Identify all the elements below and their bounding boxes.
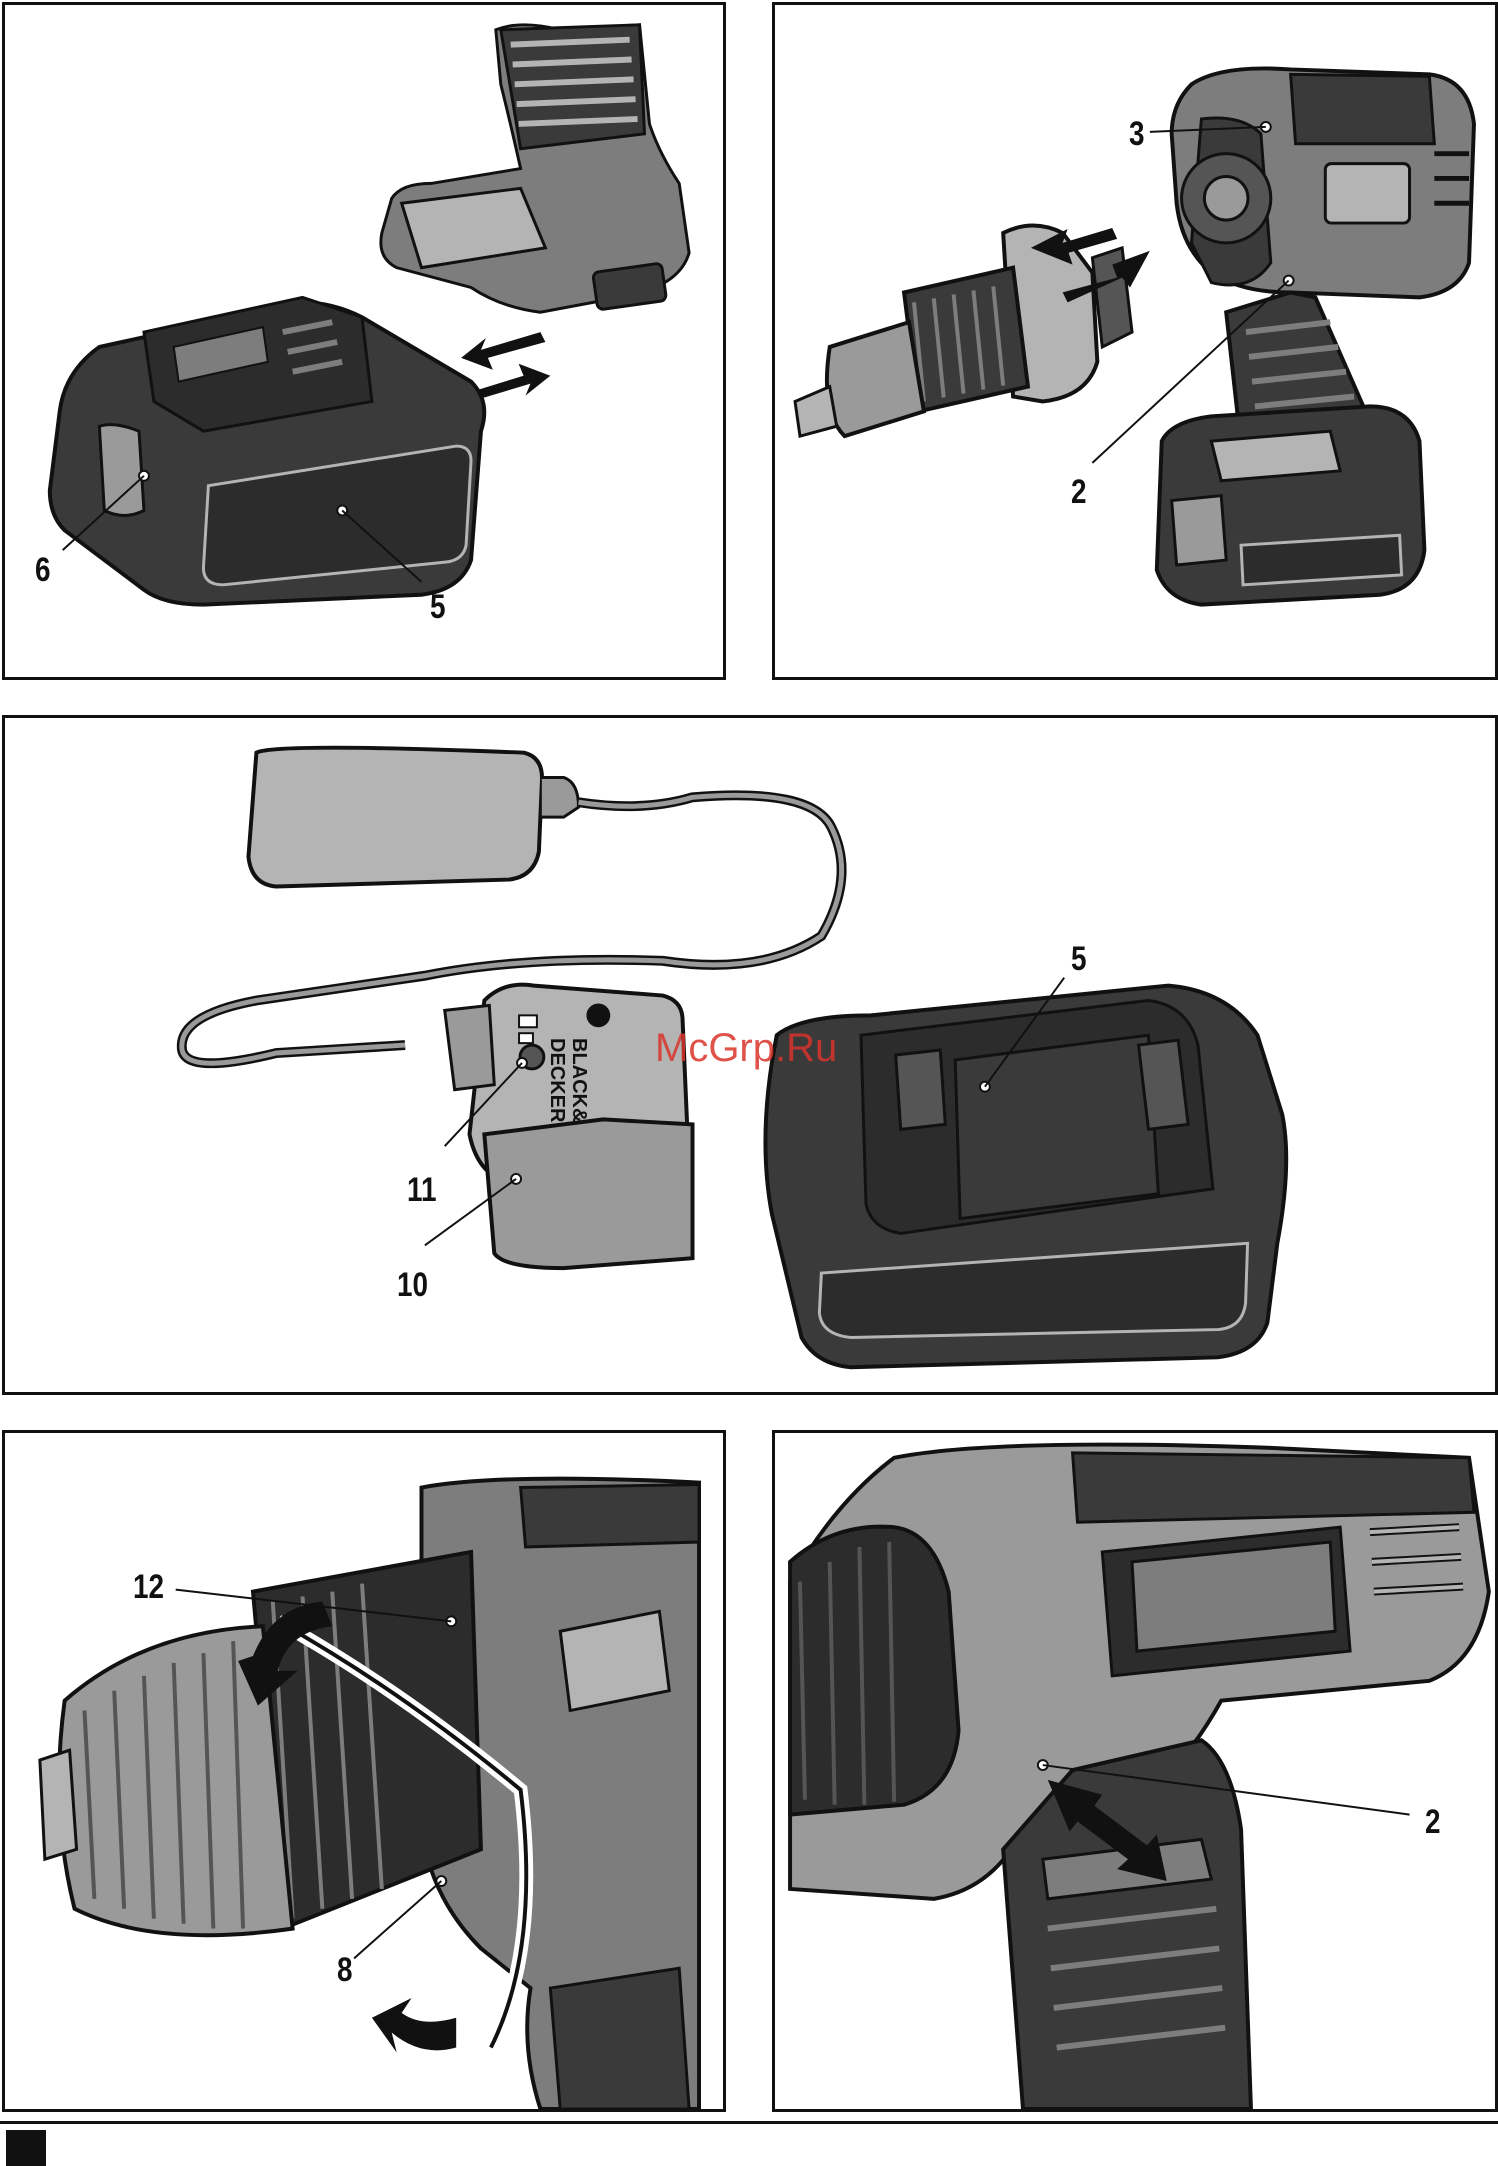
- callout-6: 6: [35, 553, 51, 587]
- battery-removal-illustration: [5, 5, 723, 677]
- rotation-arrow-bottom: [372, 1998, 456, 2053]
- battery-pack-illustration: [765, 986, 1286, 1368]
- page-number-box: [6, 2130, 46, 2166]
- callout-5: 5: [430, 590, 446, 624]
- callout-10: 10: [397, 1268, 428, 1302]
- chuck-illustration: [790, 1527, 959, 1815]
- callout-8: 8: [337, 1953, 353, 1987]
- drill-body-illustration: [1172, 68, 1474, 446]
- torque-collar-illustration: [5, 1433, 723, 2109]
- watermark: McGrp.Ru: [655, 1026, 837, 1071]
- figure-battery-removal: 6 5: [2, 2, 726, 680]
- charger-brand-line2: DECKER.: [547, 1038, 567, 1128]
- release-latch-illustration: [775, 1433, 1495, 2109]
- battery-under-handle: [1157, 406, 1425, 604]
- figure-head-attachment: 3 2: [772, 2, 1498, 680]
- callout-2: 2: [1425, 1805, 1441, 1839]
- drill-foot-illustration: [381, 25, 689, 312]
- power-adapter-illustration: [248, 748, 578, 887]
- figure-release-latch: 2: [772, 1430, 1498, 2112]
- chuck-illustration: [40, 1552, 481, 1935]
- charger-brand-line1: BLACK&: [569, 1038, 589, 1122]
- callout-3: 3: [1129, 117, 1145, 151]
- callout-11: 11: [407, 1173, 436, 1207]
- callout-12: 12: [133, 1570, 164, 1604]
- figure-torque-collar: 12 8: [2, 1430, 726, 2112]
- head-attachment-illustration: [775, 5, 1495, 677]
- callout-2: 2: [1071, 475, 1087, 509]
- callout-5: 5: [1071, 942, 1087, 976]
- footer-rule: [0, 2121, 1498, 2124]
- battery-pack-illustration: [50, 297, 484, 604]
- chuck-head-illustration: [795, 226, 1132, 437]
